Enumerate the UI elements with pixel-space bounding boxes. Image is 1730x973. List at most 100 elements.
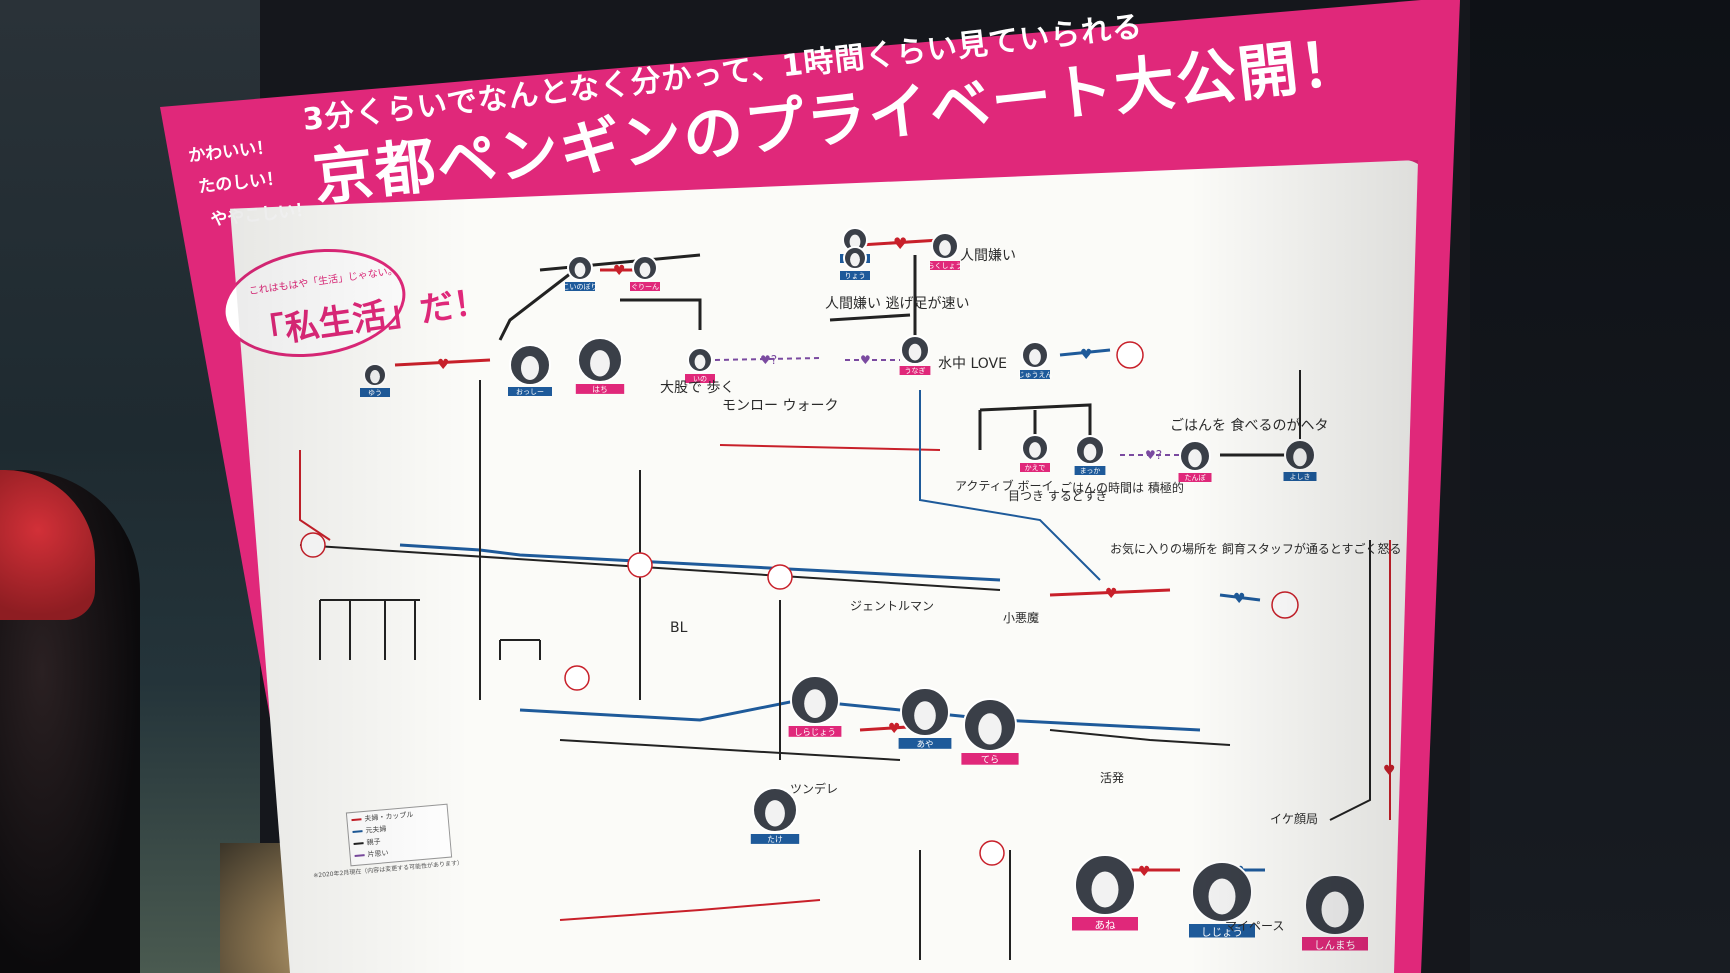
note-ishiki: イケ顔局 [1270, 811, 1318, 826]
penguin-name: はち [592, 385, 607, 394]
penguin-node: あね [1072, 854, 1138, 932]
penguin-node: おっしー [508, 344, 552, 396]
penguin-face [914, 701, 936, 730]
penguin-name: いの [693, 375, 707, 383]
penguin-name: しらじょう [794, 727, 836, 737]
penguin-node: よしき [1283, 439, 1317, 481]
legend-swatch [353, 842, 364, 845]
svg-text:♥: ♥ [888, 721, 901, 737]
svg-text:♥: ♥ [1080, 347, 1093, 363]
name-ribbon [360, 388, 390, 397]
penguin-node: たけ [750, 787, 800, 844]
penguin-node: いの [685, 347, 715, 383]
penguin-name: あや [917, 739, 934, 749]
penguin-name: おっしー [516, 388, 544, 396]
penguin-name: たんぽ [1185, 474, 1206, 482]
svg-text:♥: ♥ [1233, 591, 1246, 607]
note-oki-ni-iri: お気に入りの場所を 飼育スタッフが通るとすごく怒る [1110, 541, 1401, 556]
penguin-face [639, 262, 651, 277]
note-mypace: マイペース [1225, 919, 1284, 933]
name-ribbon [630, 282, 660, 291]
legend-label: 親子 [366, 837, 381, 847]
penguin-face [765, 800, 785, 827]
penguin-face [521, 356, 539, 380]
penguin-name: たけ [767, 835, 783, 844]
penguin-face [939, 240, 951, 256]
note-kobunke: 小悪魔 [1003, 610, 1039, 625]
legend-box: 夫婦・カップル 元夫婦 親子 片思い [345, 803, 453, 867]
penguin-face [1083, 443, 1097, 461]
penguin-face [370, 370, 380, 384]
note-active: アクティブ ボーイ [955, 478, 1054, 493]
penguin-face [1293, 448, 1307, 467]
penguin-nodes: こいのぼりぐりーんゆうひかりうなぎりょうらくしょうおっしーはちいのじゅうえんかえ… [360, 227, 1368, 952]
penguin-name: こいのぼり [563, 283, 598, 291]
penguin-node: うなぎ [899, 335, 931, 375]
penguin-name: ぐりーん [631, 283, 659, 291]
svg-text:♥: ♥ [1105, 586, 1118, 602]
penguin-name: ゆう [368, 389, 382, 397]
note-katsu: 活発 [1100, 771, 1124, 785]
penguin-node: しじょう [1189, 861, 1255, 939]
penguin-face [908, 343, 922, 361]
name-ribbon [930, 261, 960, 270]
note-sekkyoku: ごはんの時間は 積極的 [1060, 480, 1184, 495]
legend-label: 元夫婦 [365, 825, 387, 835]
penguin-node: かえで [1020, 434, 1050, 472]
penguin-node: ぐりーん [630, 255, 660, 291]
annotations: 人間嫌い 逃げ足が速い 人間嫌い 水中 LOVE モンロー ウォーク 大股で 歩… [660, 248, 1401, 933]
name-ribbon [565, 282, 595, 291]
name-ribbon [750, 834, 800, 844]
penguin-name: かえで [1025, 464, 1046, 472]
penguin-name: よしき [1290, 473, 1311, 481]
svg-text:♥: ♥ [1383, 763, 1396, 779]
penguin-node: しんまち [1302, 874, 1368, 952]
penguin-node: しらじょう [788, 675, 842, 737]
legend-swatch [352, 830, 363, 834]
penguin-face [1208, 878, 1236, 915]
penguin-name: あね [1095, 920, 1117, 932]
name-ribbon [1283, 472, 1317, 481]
penguin-node: じゅうえん [1018, 341, 1053, 379]
status-tags [300, 341, 1299, 866]
penguin-node: らくしょう [928, 232, 963, 270]
svg-text:♥: ♥ [1138, 864, 1151, 880]
penguin-face [978, 713, 1002, 745]
penguin-face [804, 689, 826, 718]
name-ribbon [508, 387, 552, 396]
penguin-face [1188, 449, 1202, 468]
note-gentleman: ジェントルマン [850, 599, 934, 613]
name-ribbon [575, 384, 625, 394]
name-ribbon [1020, 463, 1050, 472]
penguin-face [1029, 442, 1041, 458]
penguin-node: まっか [1074, 435, 1106, 475]
name-ribbon [1020, 370, 1050, 379]
name-ribbon [899, 366, 931, 375]
note-oomata: 大股で 歩く [660, 380, 734, 396]
name-ribbon [1178, 473, 1212, 482]
penguin-name: うなぎ [905, 366, 926, 375]
penguin-name: りょう [845, 272, 866, 280]
note-gohan: ごはんを 食べるのがヘタ [1170, 417, 1328, 434]
svg-text:♥: ♥ [437, 357, 450, 373]
note-tsundere: ツンデレ [790, 781, 838, 796]
name-ribbon [1072, 917, 1138, 931]
penguin-name: じゅうえん [1018, 371, 1053, 379]
name-ribbon [961, 753, 1019, 765]
penguin-face [1321, 891, 1349, 928]
penguin-node: はち [575, 337, 625, 394]
penguin-face [1029, 349, 1041, 365]
heart-markers: ♥ ♥ ♥ ♥? ♥ ♥ ♥? ♥ ♥ ♥ ♥ ♥ ♥ [437, 234, 1396, 880]
penguin-node: てら [961, 698, 1019, 766]
note-monroe: モンロー ウォーク [722, 398, 838, 414]
penguin-node: あや [898, 687, 952, 749]
note-hito-girai: 人間嫌い [960, 248, 1016, 264]
relationship-lines [299, 238, 1391, 960]
penguin-face [850, 253, 860, 267]
penguin-node: こいのぼり [563, 255, 598, 291]
penguin-name: しんまち [1314, 940, 1356, 952]
penguin-node: ゆう [360, 363, 390, 397]
svg-text:♥: ♥ [613, 263, 626, 279]
name-ribbon [1074, 466, 1106, 475]
